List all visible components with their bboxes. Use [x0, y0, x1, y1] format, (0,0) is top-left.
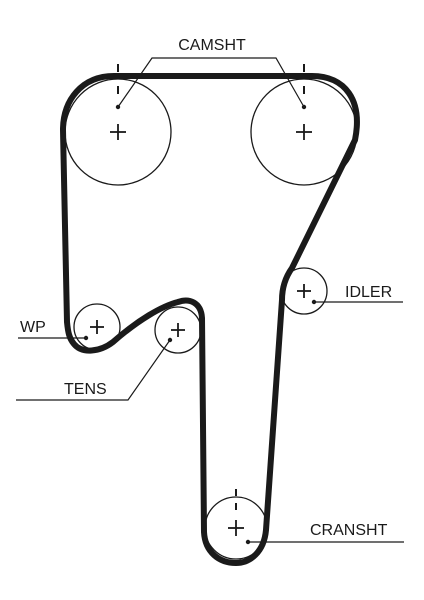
idler-leader [311, 299, 403, 305]
timing-belt [60, 73, 360, 566]
camshaft-label: CAMSHT [178, 37, 246, 54]
camshaft-pulley-left [64, 78, 172, 186]
camshaft-leader [115, 57, 307, 110]
tensioner-label: TENS [64, 381, 107, 398]
tensioner-pulley [154, 306, 202, 354]
water-pump-label: WP [20, 319, 46, 336]
tensioner-leader [16, 337, 173, 401]
crankshaft-label: CRANSHT [310, 522, 388, 539]
idler-label: IDLER [345, 284, 392, 301]
water-pump-leader [18, 335, 89, 341]
crankshaft-leader [245, 539, 404, 545]
